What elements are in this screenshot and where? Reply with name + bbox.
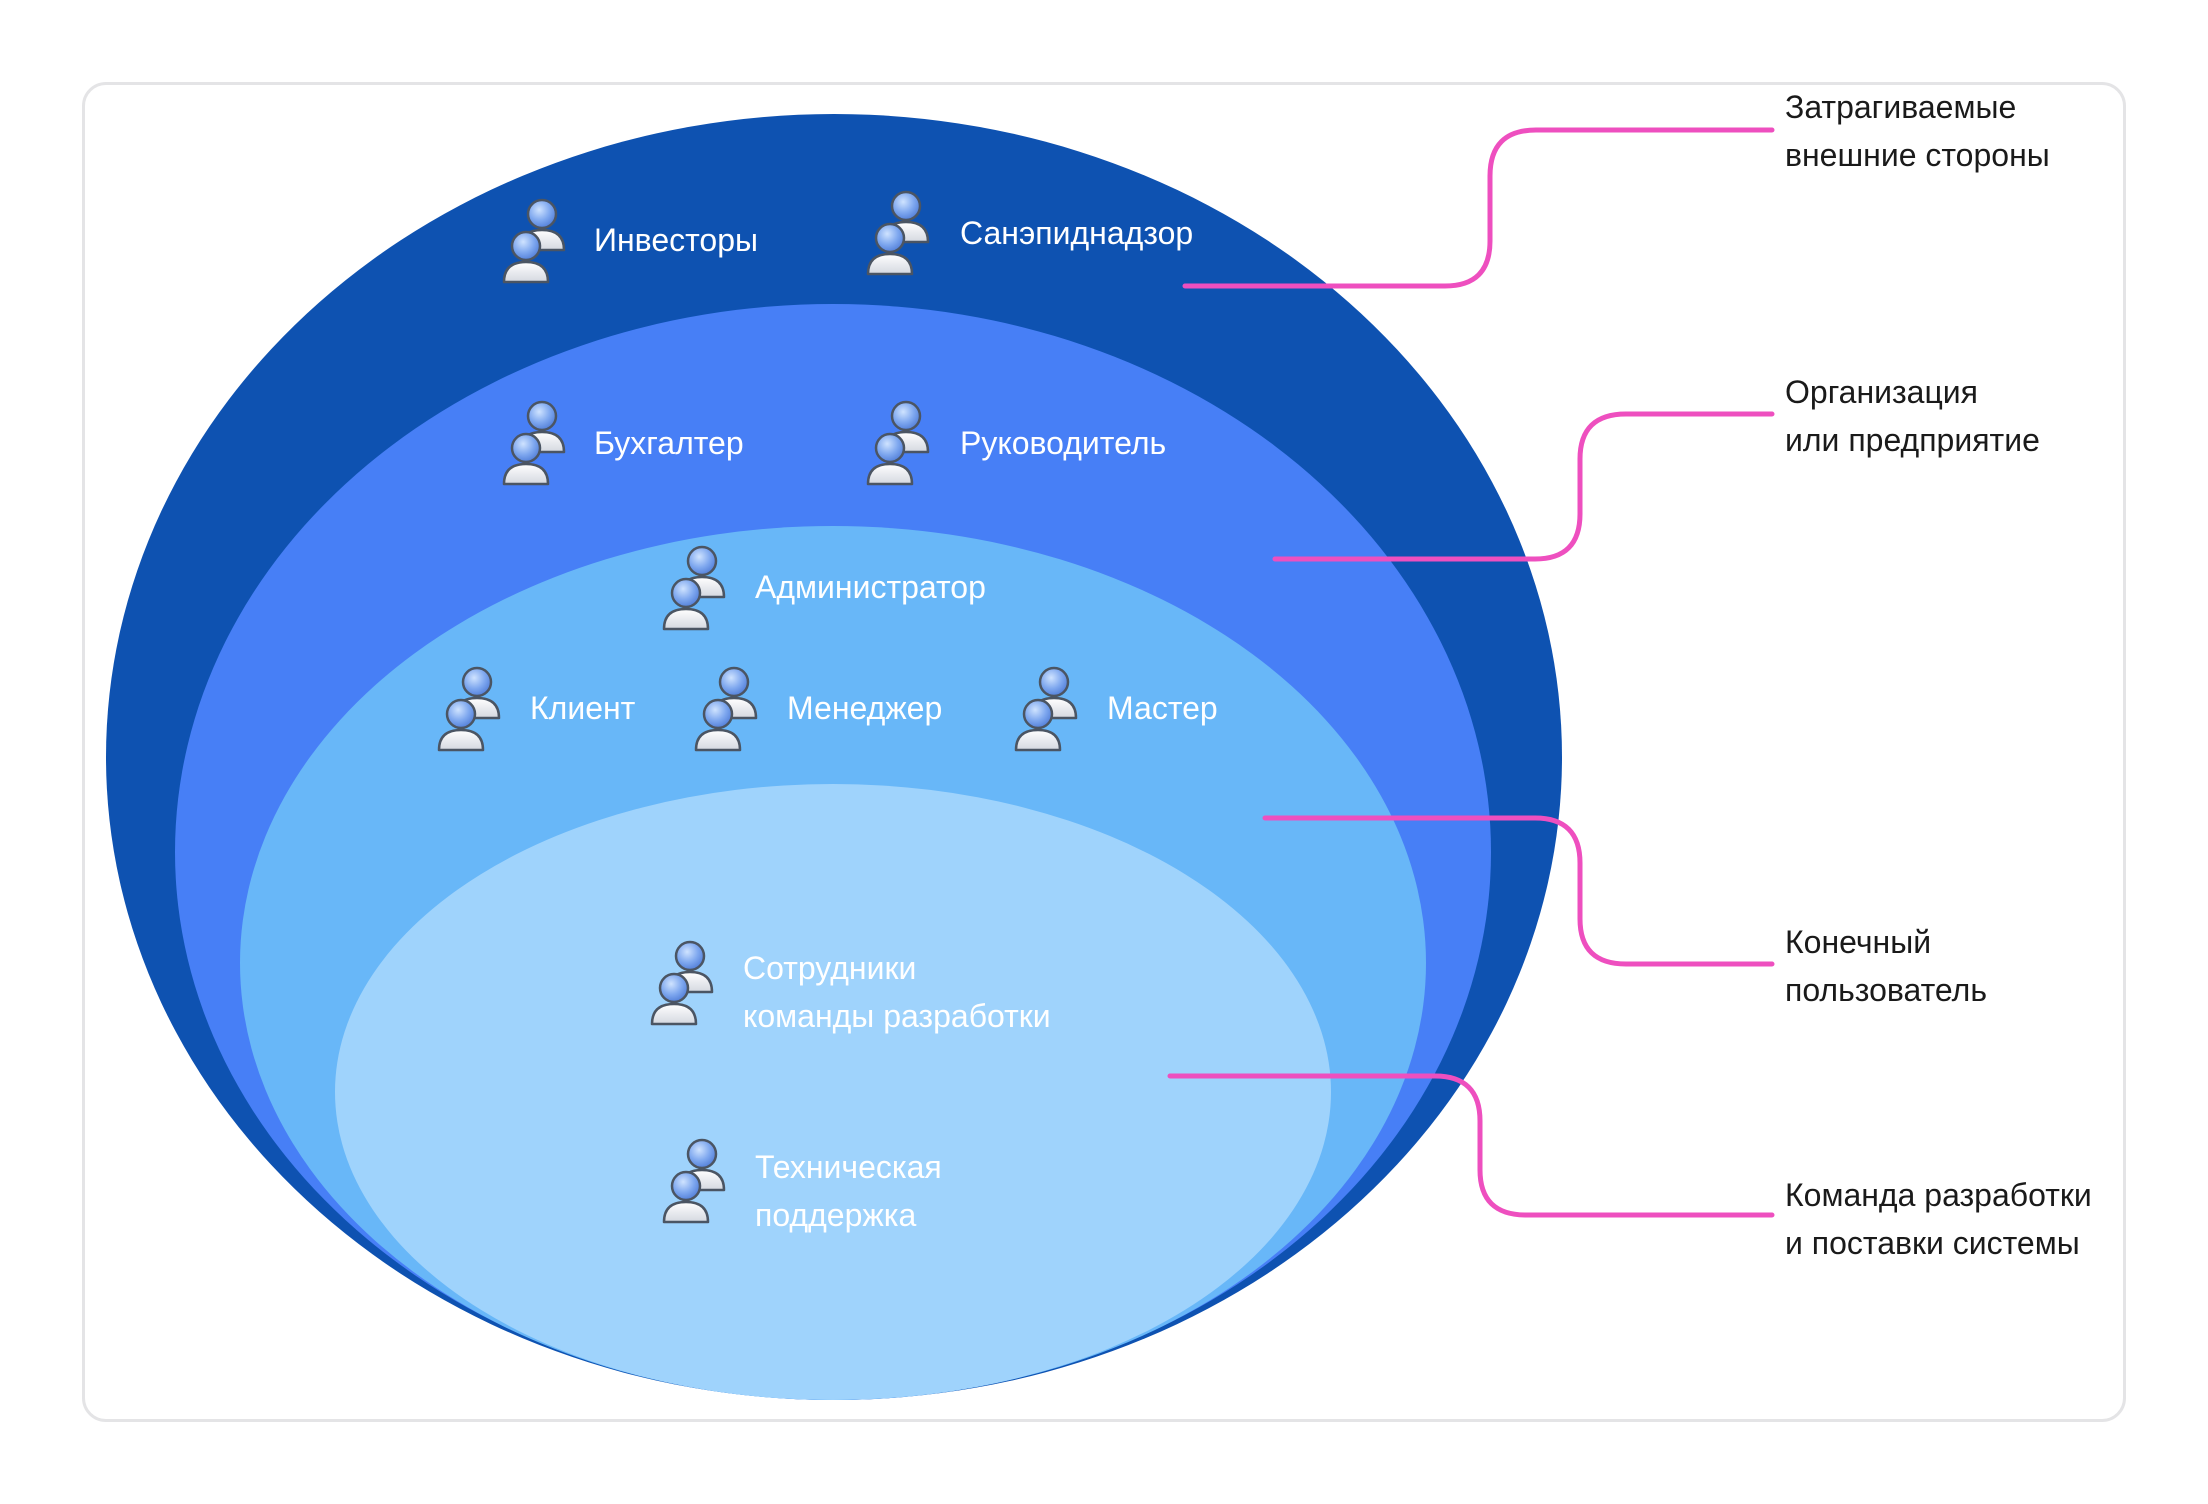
stakeholder-dev-team: Техническая поддержка bbox=[662, 1138, 942, 1233]
stakeholder-label-line: команды разработки bbox=[743, 998, 1051, 1034]
connector-line-organization bbox=[1272, 411, 1775, 562]
stakeholder-label: Руководитель bbox=[960, 425, 1166, 461]
stakeholder-label-line: Руководитель bbox=[960, 425, 1166, 461]
stakeholder-organization: Руководитель bbox=[866, 400, 1166, 486]
person-group-icon bbox=[662, 1138, 726, 1224]
layer-label-line: Организация bbox=[1785, 374, 1978, 410]
stakeholder-label-line: Техническая bbox=[755, 1149, 942, 1185]
stakeholder-label-line: Администратор bbox=[755, 569, 986, 605]
stakeholder-external: Санэпиднадзор bbox=[866, 190, 1193, 276]
layer-label-line: Конечный bbox=[1785, 924, 1931, 960]
layer-label-line: Команда разработки bbox=[1785, 1177, 2092, 1213]
person-group-icon bbox=[502, 400, 566, 486]
connector-line-external bbox=[1182, 127, 1775, 289]
layer-label-dev-team: Команда разработки и поставки системы bbox=[1785, 1177, 2092, 1261]
stakeholder-label-line: Менеджер bbox=[787, 690, 942, 726]
stakeholder-external: Инвесторы bbox=[502, 198, 758, 284]
layer-label-line: или предприятие bbox=[1785, 422, 2040, 458]
person-group-icon bbox=[437, 666, 501, 752]
layer-label-organization: Организация или предприятие bbox=[1785, 374, 2040, 458]
layer-label-end-user: Конечный пользователь bbox=[1785, 924, 1987, 1008]
stakeholder-organization: Бухгалтер bbox=[502, 400, 744, 486]
person-group-icon bbox=[694, 666, 758, 752]
connector-line-dev-team bbox=[1167, 1073, 1775, 1218]
stakeholder-label: Бухгалтер bbox=[594, 425, 744, 461]
stakeholder-label: Администратор bbox=[755, 569, 986, 605]
stakeholder-label-line: поддержка bbox=[755, 1197, 916, 1233]
connector-line-end-user bbox=[1262, 815, 1775, 967]
layer-label-line: внешние стороны bbox=[1785, 137, 2050, 173]
person-group-icon bbox=[650, 940, 714, 1026]
layer-label-line: Затрагиваемые bbox=[1785, 89, 2016, 125]
stakeholder-dev-team: Сотрудники команды разработки bbox=[650, 940, 1051, 1034]
stakeholder-label-line: Инвесторы bbox=[594, 222, 758, 258]
person-group-icon bbox=[1014, 666, 1078, 752]
person-group-icon bbox=[866, 400, 930, 486]
person-group-icon bbox=[502, 198, 566, 284]
stakeholder-label-line: Клиент bbox=[530, 690, 636, 726]
stakeholder-end-user: Администратор bbox=[662, 545, 986, 631]
stakeholder-end-user: Мастер bbox=[1014, 666, 1218, 752]
stakeholder-label-line: Бухгалтер bbox=[594, 425, 744, 461]
stakeholder-label-line: Санэпиднадзор bbox=[960, 215, 1193, 251]
stakeholder-label: Санэпиднадзор bbox=[960, 215, 1193, 251]
stakeholder-label: Сотрудники команды разработки bbox=[743, 950, 1051, 1034]
stakeholder-label: Техническая поддержка bbox=[755, 1149, 942, 1233]
layer-ellipse-dev-team bbox=[335, 784, 1331, 1400]
stakeholder-label-line: Сотрудники bbox=[743, 950, 916, 986]
stakeholder-label: Клиент bbox=[530, 690, 636, 726]
stakeholder-label: Менеджер bbox=[787, 690, 942, 726]
layer-label-line: пользователь bbox=[1785, 972, 1987, 1008]
stakeholder-end-user: Менеджер bbox=[694, 666, 942, 752]
stakeholder-label: Мастер bbox=[1107, 690, 1218, 726]
person-group-icon bbox=[866, 190, 930, 276]
stakeholder-end-user: Клиент bbox=[437, 666, 636, 752]
stakeholder-label: Инвесторы bbox=[594, 222, 758, 258]
stakeholder-label-line: Мастер bbox=[1107, 690, 1218, 726]
person-group-icon bbox=[662, 545, 726, 631]
layer-label-line: и поставки системы bbox=[1785, 1225, 2080, 1261]
layer-label-external: Затрагиваемые внешние стороны bbox=[1785, 89, 2050, 173]
